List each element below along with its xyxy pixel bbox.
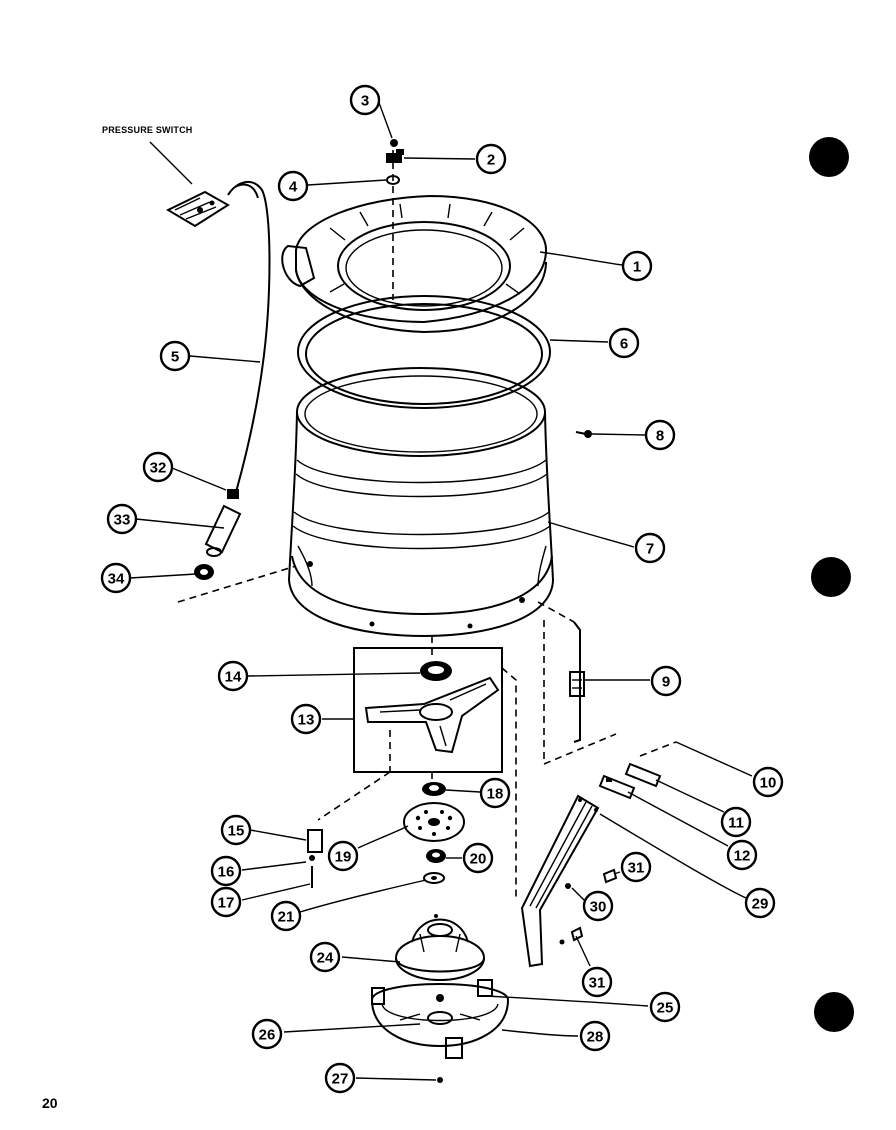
svg-text:17: 17 bbox=[218, 895, 235, 912]
base-assembly-part bbox=[370, 979, 510, 1059]
callout-2: 2 bbox=[475, 143, 507, 175]
svg-text:29: 29 bbox=[752, 896, 769, 913]
svg-text:13: 13 bbox=[298, 712, 315, 729]
svg-text:7: 7 bbox=[646, 541, 654, 558]
svg-text:31: 31 bbox=[628, 860, 645, 877]
callout-21: 21 bbox=[270, 900, 302, 932]
svg-text:15: 15 bbox=[228, 823, 245, 840]
nut-part bbox=[426, 849, 446, 863]
svg-text:1: 1 bbox=[633, 259, 641, 276]
svg-text:30: 30 bbox=[590, 899, 607, 916]
bolt-part bbox=[559, 868, 618, 945]
callout-5: 5 bbox=[159, 340, 191, 372]
svg-text:16: 16 bbox=[218, 864, 235, 881]
svg-text:25: 25 bbox=[657, 1000, 674, 1017]
svg-text:3: 3 bbox=[361, 93, 369, 110]
hose-clamp-part bbox=[227, 489, 239, 499]
callout-9: 9 bbox=[650, 665, 682, 697]
callout-25: 25 bbox=[649, 991, 681, 1023]
callout-33: 33 bbox=[106, 503, 138, 535]
leg-part bbox=[520, 794, 600, 968]
callout-10: 10 bbox=[752, 766, 784, 798]
base-screw-part bbox=[437, 1077, 443, 1083]
callout-3: 3 bbox=[349, 84, 381, 116]
outer-tub-part bbox=[288, 367, 554, 638]
callout-27: 27 bbox=[324, 1062, 356, 1094]
washer-21-part bbox=[423, 872, 445, 884]
gearcase-cover-part bbox=[395, 914, 485, 981]
spider-part bbox=[364, 676, 500, 754]
binder-hole-top bbox=[809, 137, 849, 177]
svg-text:31: 31 bbox=[589, 975, 606, 992]
hose-coupling-part bbox=[204, 504, 242, 557]
callout-4: 4 bbox=[277, 170, 309, 202]
callout-8: 8 bbox=[644, 419, 676, 451]
binder-hole-middle bbox=[811, 557, 851, 597]
plate-part bbox=[403, 802, 465, 842]
svg-text:14: 14 bbox=[225, 669, 242, 686]
spider-assembly-box bbox=[353, 647, 503, 773]
svg-text:6: 6 bbox=[620, 336, 628, 353]
svg-text:8: 8 bbox=[656, 428, 664, 445]
svg-text:26: 26 bbox=[259, 1027, 276, 1044]
svg-text:34: 34 bbox=[108, 571, 125, 588]
callout-12: 12 bbox=[726, 839, 758, 871]
callout-1: 1 bbox=[621, 250, 653, 282]
callout-16: 16 bbox=[210, 855, 242, 887]
mounting-bracket-part bbox=[598, 762, 662, 800]
callout-32: 32 bbox=[142, 451, 174, 483]
binder-hole-bottom bbox=[814, 992, 854, 1032]
svg-text:21: 21 bbox=[278, 909, 295, 926]
svg-text:18: 18 bbox=[487, 786, 504, 803]
bracket-part bbox=[569, 621, 585, 743]
connector-part bbox=[194, 564, 214, 580]
svg-text:28: 28 bbox=[587, 1029, 604, 1046]
svg-text:4: 4 bbox=[289, 179, 298, 196]
svg-text:5: 5 bbox=[171, 349, 179, 366]
svg-text:19: 19 bbox=[335, 849, 352, 866]
callout-31-upper: 31 bbox=[620, 851, 652, 883]
bearing-part bbox=[420, 661, 452, 681]
clip-part bbox=[386, 149, 404, 163]
callout-20: 20 bbox=[462, 842, 494, 874]
tub-gasket-part bbox=[297, 295, 551, 409]
callout-18: 18 bbox=[479, 777, 511, 809]
svg-text:33: 33 bbox=[114, 512, 131, 529]
callout-15: 15 bbox=[220, 814, 252, 846]
svg-text:32: 32 bbox=[150, 460, 167, 477]
callout-29: 29 bbox=[744, 887, 776, 919]
callout-11: 11 bbox=[720, 806, 752, 838]
pressure-switch-label: PRESSURE SWITCH bbox=[102, 125, 193, 135]
leader-lines bbox=[129, 99, 753, 1081]
callout-28: 28 bbox=[579, 1020, 611, 1052]
svg-text:9: 9 bbox=[662, 674, 670, 691]
callout-7: 7 bbox=[634, 532, 666, 564]
tub-screw-part bbox=[575, 430, 592, 438]
seal-part bbox=[422, 782, 446, 796]
callout-6: 6 bbox=[608, 327, 640, 359]
pivot-bracket-part bbox=[307, 829, 323, 888]
svg-text:2: 2 bbox=[487, 152, 495, 169]
svg-text:27: 27 bbox=[332, 1071, 349, 1088]
svg-text:11: 11 bbox=[728, 815, 744, 832]
pressure-switch-part bbox=[165, 190, 230, 228]
callout-30: 30 bbox=[582, 890, 614, 922]
tub-cover-part bbox=[281, 194, 548, 334]
svg-text:24: 24 bbox=[317, 950, 334, 967]
callout-14: 14 bbox=[217, 660, 249, 692]
hose-part bbox=[227, 181, 271, 493]
callout-19: 19 bbox=[327, 840, 359, 872]
screw-part bbox=[390, 139, 398, 147]
svg-text:20: 20 bbox=[470, 851, 487, 868]
callout-24: 24 bbox=[309, 941, 341, 973]
page-number: 20 bbox=[42, 1095, 58, 1111]
callout-17: 17 bbox=[210, 886, 242, 918]
svg-text:12: 12 bbox=[734, 848, 751, 865]
callout-26: 26 bbox=[251, 1018, 283, 1050]
svg-text:10: 10 bbox=[760, 775, 777, 792]
callout-13: 13 bbox=[290, 703, 322, 735]
callout-31-lower: 31 bbox=[581, 966, 613, 998]
callout-34: 34 bbox=[100, 562, 132, 594]
